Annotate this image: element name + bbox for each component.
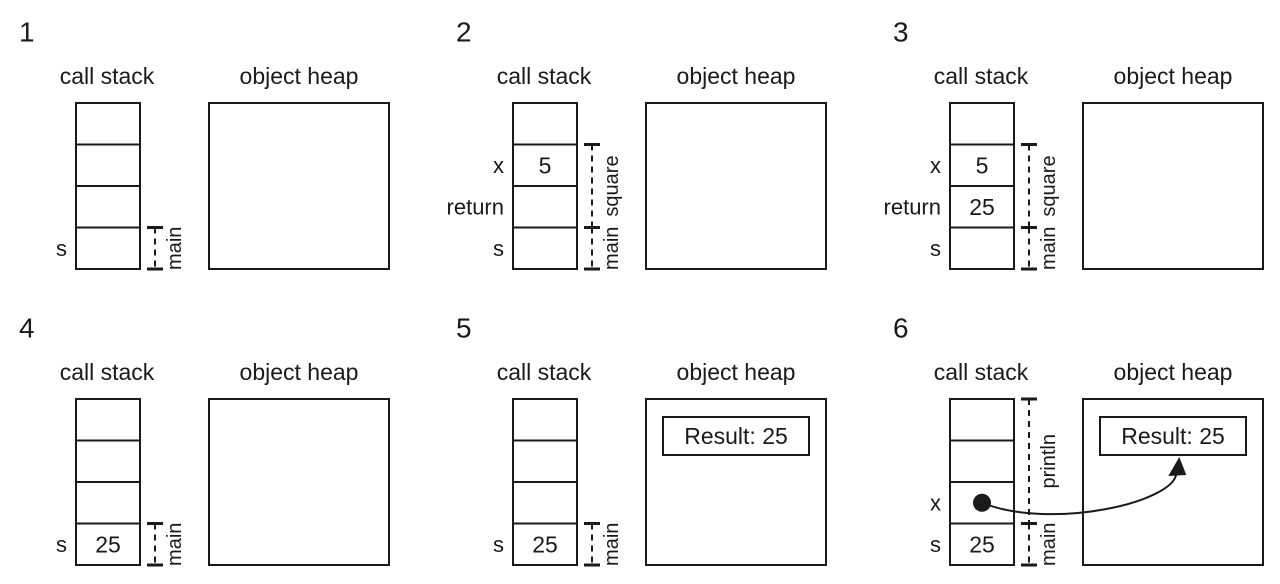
frame-label: main — [601, 523, 623, 566]
heap-object-text: Result: 25 — [684, 423, 788, 449]
frame-label: println — [1038, 434, 1060, 488]
call-stack-title: call stack — [60, 63, 155, 89]
panel-number: 4 — [19, 313, 35, 344]
frame-bracket: println — [1021, 397, 1060, 525]
panel-number: 3 — [893, 17, 909, 48]
heap-object: Result: 25 — [1099, 416, 1247, 456]
pointer-line — [981, 472, 1178, 516]
frame-bracket: main — [147, 522, 186, 567]
frame-label: main — [164, 227, 186, 270]
object-heap-outline — [208, 398, 390, 566]
call-stack: 25 s — [493, 398, 578, 566]
panel-number: 2 — [456, 17, 472, 48]
object-heap-outline — [1082, 398, 1264, 566]
call-stack: s — [56, 102, 141, 270]
stack-cell-value: 25 — [95, 531, 121, 557]
call-stack-title: call stack — [60, 359, 155, 385]
stack-variable-label: x — [493, 153, 504, 178]
panel-4: 4 call stack object heap 25 s main — [19, 313, 390, 567]
stack-variable-label: s — [493, 532, 504, 557]
stack-cell-value: 25 — [969, 531, 995, 557]
heap-object-box — [662, 416, 810, 456]
object-heap — [208, 398, 390, 566]
panel-6: 6 call stack object heap 25 xs main println Res… — [893, 313, 1264, 567]
object-heap-outline — [208, 102, 390, 270]
frame-label: square — [1038, 155, 1060, 216]
panel-number: 1 — [19, 17, 35, 48]
heap-object: Result: 25 — [662, 416, 810, 456]
panel-5: 5 call stack object heap 25 s main Result: 25 — [456, 313, 827, 567]
object-heap-title: object heap — [240, 63, 359, 89]
call-stack-title: call stack — [934, 359, 1029, 385]
stack-variable-label: s — [56, 532, 67, 557]
frame-bracket: square — [1021, 143, 1060, 229]
call-stack: 5 25 x return s — [884, 102, 1015, 270]
object-heap-title: object heap — [240, 359, 359, 385]
reference-pointer — [973, 457, 1187, 516]
heap-object-box — [1099, 416, 1247, 456]
stack-variable-label: s — [930, 236, 941, 261]
frame-bracket: square — [584, 143, 623, 229]
stack-variable-label: s — [930, 532, 941, 557]
call-stack: 5 x return s — [447, 102, 578, 270]
heap-object-text: Result: 25 — [1121, 423, 1225, 449]
frame-bracket: main — [1021, 226, 1060, 271]
object-heap — [208, 102, 390, 270]
call-stack-title: call stack — [497, 359, 592, 385]
object-heap-outline — [645, 102, 827, 270]
stack-variable-label: x — [930, 490, 941, 515]
stack-variable-label: s — [56, 236, 67, 261]
frame-label: main — [601, 227, 623, 270]
object-heap-outline — [1082, 102, 1264, 270]
frame-label: square — [601, 155, 623, 216]
stack-variable-label: x — [930, 153, 941, 178]
object-heap: Result: 25 — [1082, 398, 1264, 566]
panel-2: 2 call stack object heap 5 x return s main squar… — [447, 17, 827, 271]
stack-cell-value: 5 — [539, 152, 552, 178]
object-heap: Result: 25 — [645, 398, 827, 566]
object-heap-title: object heap — [1114, 63, 1233, 89]
stack-cell-value: 25 — [532, 531, 558, 557]
object-heap — [645, 102, 827, 270]
call-stack-title: call stack — [497, 63, 592, 89]
stack-variable-label: s — [493, 236, 504, 261]
frame-bracket: main — [147, 226, 186, 271]
frame-bracket: main — [1021, 522, 1060, 567]
panel-3: 3 call stack object heap 5 25 x return s main squ… — [884, 17, 1264, 271]
frame-label: main — [1038, 523, 1060, 566]
object-heap-title: object heap — [677, 359, 796, 385]
call-stack: 25 s — [56, 398, 141, 566]
call-stack: 25 xs — [930, 398, 1015, 566]
call-stack-title: call stack — [934, 63, 1029, 89]
panel-1: 1 call stack object heap s main — [19, 17, 390, 271]
object-heap — [1082, 102, 1264, 270]
stack-variable-label: return — [884, 194, 941, 219]
frame-bracket: main — [584, 226, 623, 271]
object-heap-outline — [645, 398, 827, 566]
object-heap-title: object heap — [1114, 359, 1233, 385]
stack-cell-value: 25 — [969, 194, 995, 220]
arrow-head — [1168, 457, 1187, 476]
panel-number: 5 — [456, 313, 472, 344]
frame-label: main — [1038, 227, 1060, 270]
frame-bracket: main — [584, 522, 623, 567]
stack-cell-value: 5 — [976, 152, 989, 178]
stack-variable-label: return — [447, 194, 504, 219]
frame-label: main — [164, 523, 186, 566]
panel-number: 6 — [893, 313, 909, 344]
object-heap-title: object heap — [677, 63, 796, 89]
